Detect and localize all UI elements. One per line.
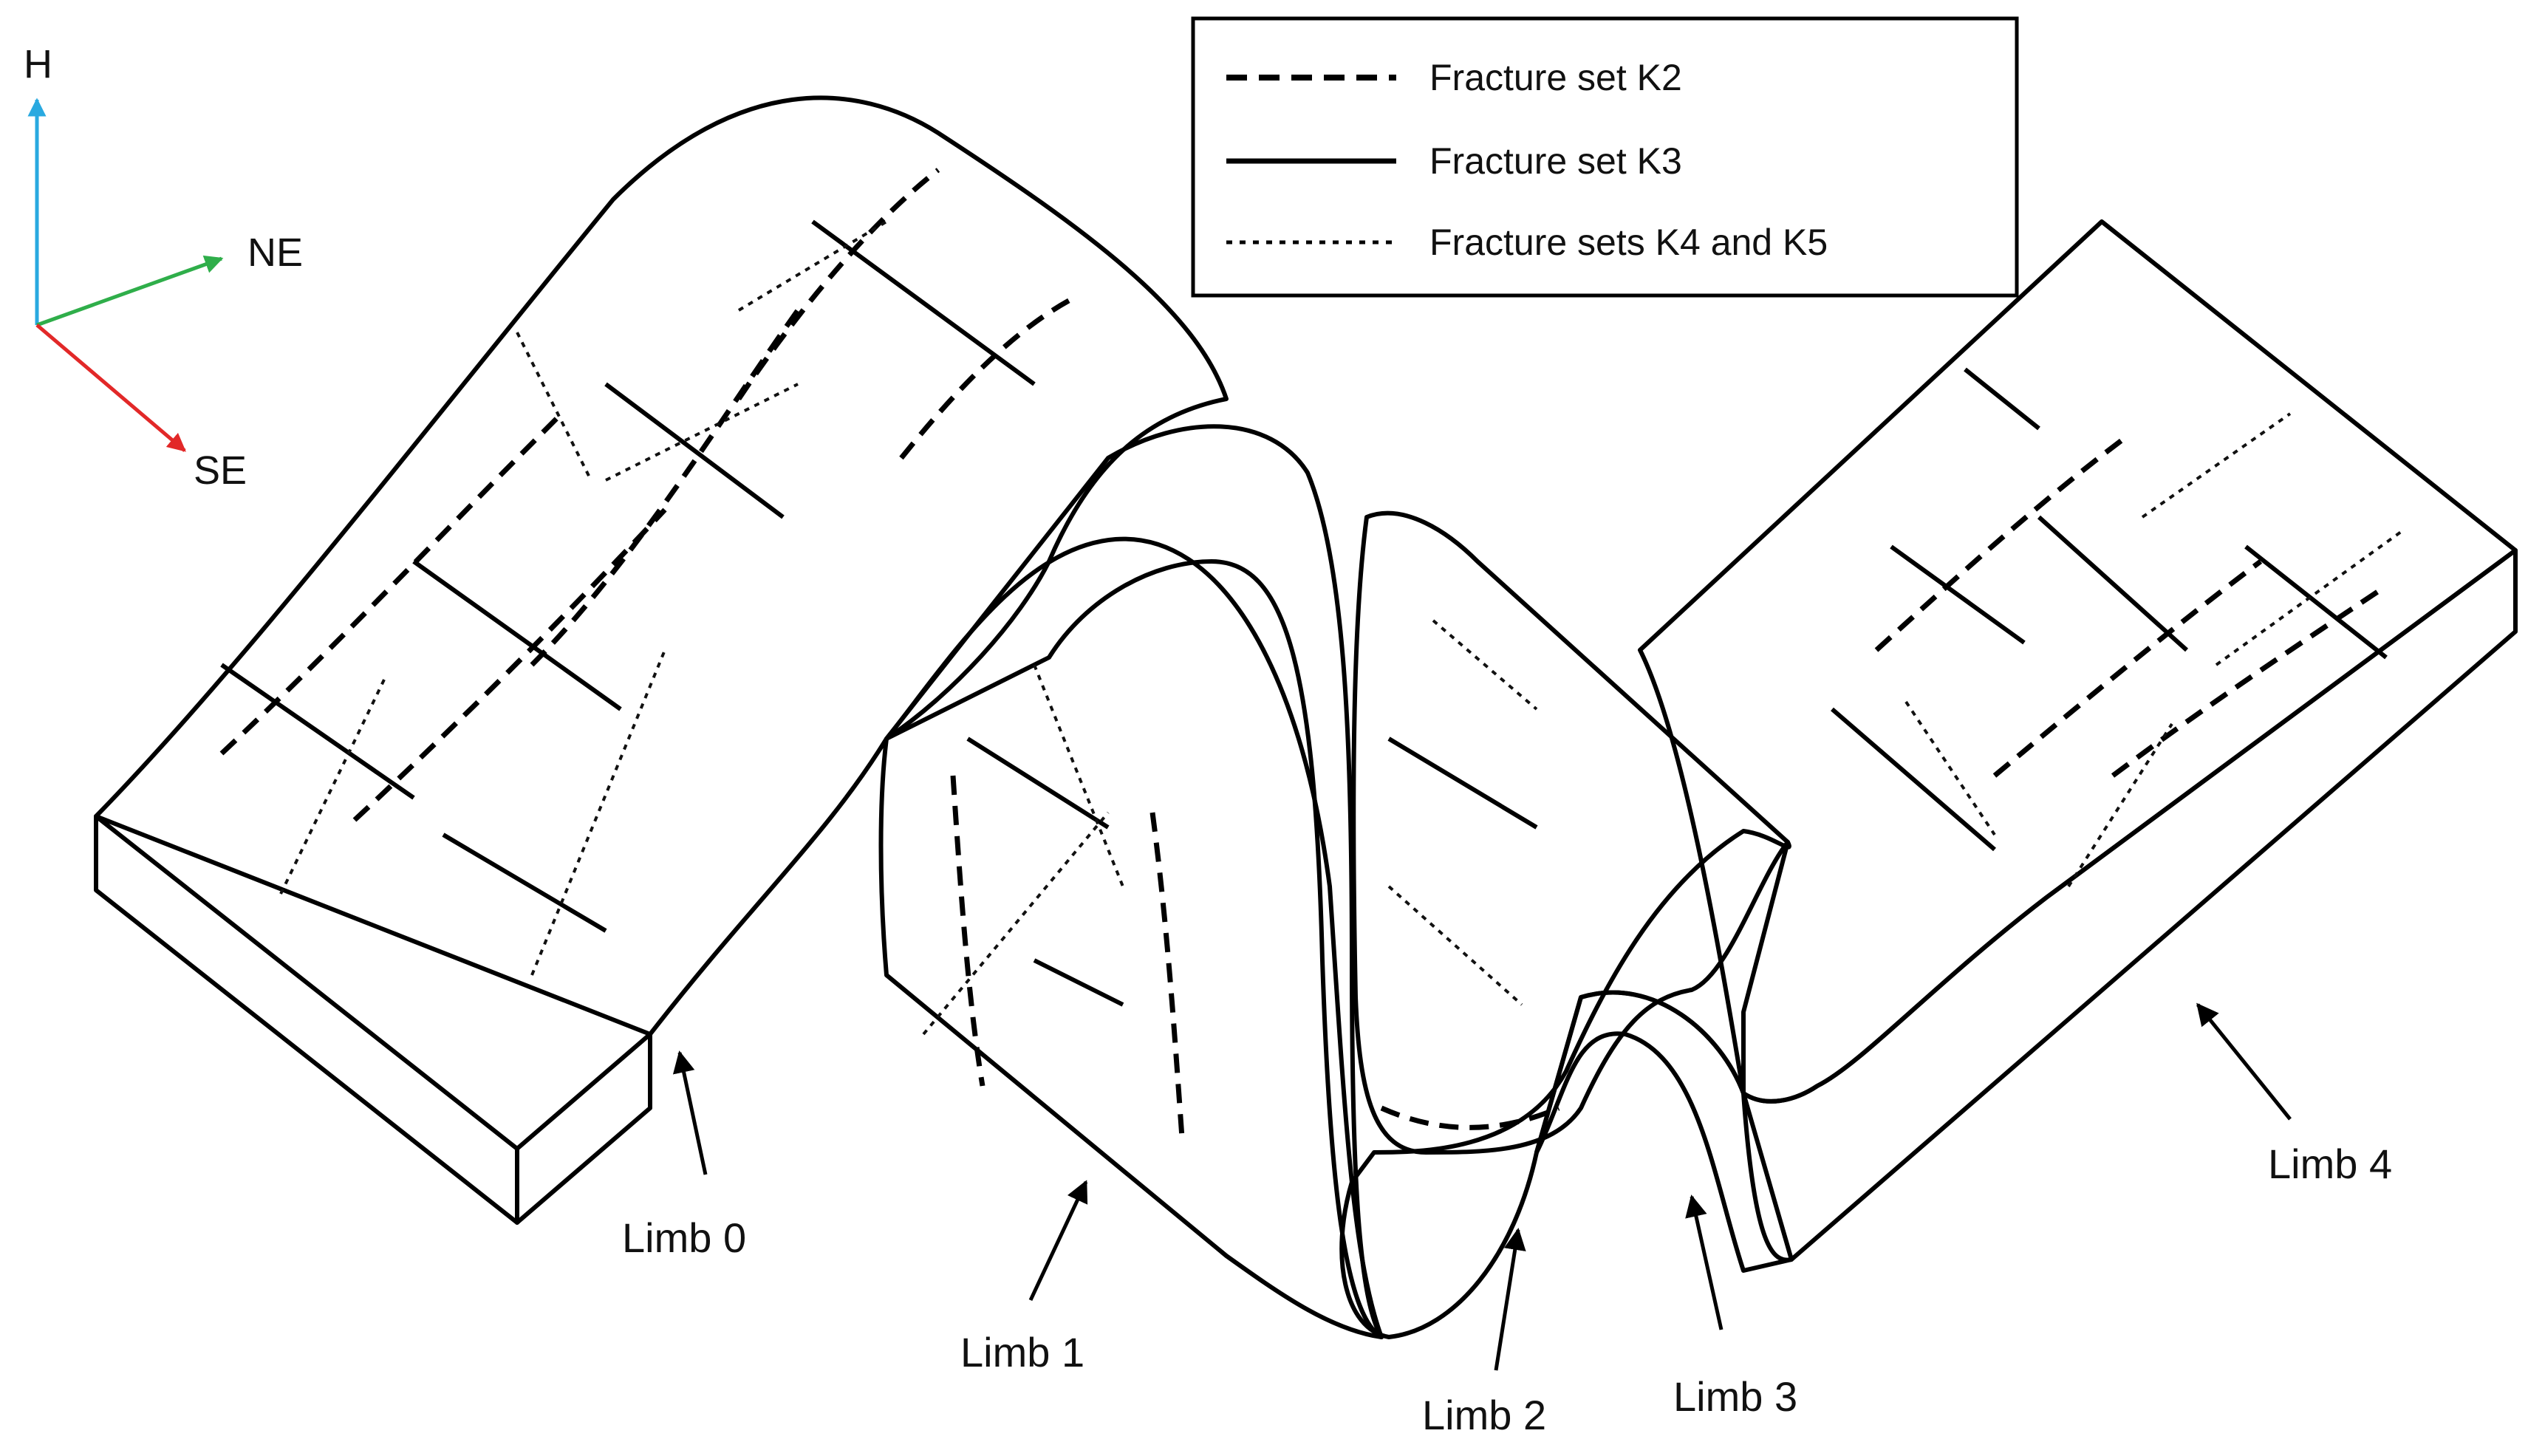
limb-0-label: Limb 0 (622, 1214, 746, 1261)
limb-2-arrow (1494, 1228, 1526, 1371)
k45-fracture-trace (1904, 700, 1996, 836)
limb-4-top-surface (1638, 219, 2518, 1104)
limb-1-callout: Limb 1 (960, 1180, 1088, 1375)
k2-fracture-trace (352, 507, 667, 822)
limb-0-front-face (94, 814, 519, 1225)
limb-4-arrow (2196, 1002, 2292, 1121)
k3-fracture-trace (1831, 707, 1996, 852)
k2-fracture-trace (1380, 1105, 1560, 1130)
limb-3-callout: Limb 3 (1673, 1194, 1797, 1420)
legend-entry-k3: Fracture set K3 (1226, 140, 1682, 182)
orientation-axes: H NE SE (24, 42, 303, 493)
k2-fracture-trace (1874, 434, 2130, 652)
legend-label: Fracture set K2 (1429, 57, 1682, 98)
limb-0-top-surface (94, 95, 1229, 1036)
k2-fracture-trace (2111, 589, 2380, 778)
k2-fracture-trace (530, 308, 800, 667)
limb-1-surface (878, 536, 1384, 1339)
k45-fracture-trace (605, 383, 799, 482)
limb-0-front-band (515, 1032, 652, 1225)
k3-fracture-trace (412, 559, 622, 711)
k45-fracture-trace (1387, 885, 1523, 1006)
k45-fracture-trace (2067, 722, 2173, 888)
limb-0-arrow (672, 1050, 708, 1175)
k3-fracture-trace (220, 663, 415, 800)
k2-fracture-trace (950, 775, 985, 1087)
limb-3-arrow (1685, 1194, 1724, 1330)
limb-4-label: Limb 4 (2268, 1141, 2392, 1187)
k45-fracture-trace (530, 649, 666, 976)
fracture-traces (219, 168, 2402, 1138)
limb-1-arrow (1028, 1180, 1088, 1302)
fold-block (94, 95, 2518, 1339)
k45-fracture-trace (2141, 412, 2292, 519)
k45-fracture-trace (2215, 530, 2402, 666)
k3-fracture-trace (811, 219, 1036, 386)
vertical-axis-label: H (24, 42, 52, 86)
limb-2-top-surface (1351, 510, 1790, 1155)
k45-fracture-trace (1033, 664, 1124, 887)
k2-fracture-trace (1149, 812, 1185, 1138)
k3-fracture-trace (1890, 544, 2026, 645)
limb-3-front-face (1534, 990, 1794, 1273)
legend-entry-k4-k5: Fracture sets K4 and K5 (1226, 222, 1828, 263)
limb-4-front-face (1741, 548, 2518, 1262)
k3-fracture-trace (966, 736, 1110, 830)
southeast-axis-arrow (35, 324, 186, 452)
limb-4-callout: Limb 4 (2196, 1002, 2392, 1187)
k3-fracture-trace (442, 833, 607, 933)
legend-label: Fracture sets K4 and K5 (1429, 222, 1828, 263)
northeast-axis-arrow (36, 255, 224, 327)
limb-1-label: Limb 1 (960, 1329, 1084, 1375)
limb-2-callout: Limb 2 (1422, 1228, 1546, 1438)
k45-fracture-trace (279, 679, 386, 895)
limb-callouts: Limb 0 Limb 1 Limb 2 Limb 3 Limb 4 (622, 1002, 2392, 1438)
limb-3-label: Limb 3 (1673, 1373, 1797, 1420)
k45-fracture-trace (922, 811, 1110, 1036)
k3-fracture-trace (2244, 544, 2388, 660)
northeast-axis-label: NE (247, 230, 303, 275)
legend-entry-k2: Fracture set K2 (1226, 57, 1682, 98)
k3-fracture-trace (604, 382, 785, 519)
k2-fracture-trace (219, 411, 564, 756)
k2-fracture-trace (899, 293, 1080, 460)
k2-fracture-trace (1992, 559, 2263, 778)
k3-fracture-trace (1387, 736, 1538, 830)
anticline-hinge-face (884, 424, 1384, 1339)
legend: Fracture set K2 Fracture set K3 Fracture… (1191, 16, 2019, 298)
limb-0-callout: Limb 0 (622, 1050, 746, 1261)
k45-fracture-trace (516, 332, 592, 481)
limb-2-label: Limb 2 (1422, 1392, 1546, 1438)
k3-fracture-trace (2037, 515, 2189, 652)
southeast-axis-label: SE (194, 448, 247, 493)
k45-fracture-trace (1432, 619, 1538, 711)
k2-fracture-trace (737, 168, 940, 400)
k3-fracture-trace (1033, 958, 1124, 1007)
legend-label: Fracture set K3 (1429, 140, 1682, 182)
legend-box (1191, 16, 2019, 298)
k3-fracture-trace (1964, 367, 2040, 431)
